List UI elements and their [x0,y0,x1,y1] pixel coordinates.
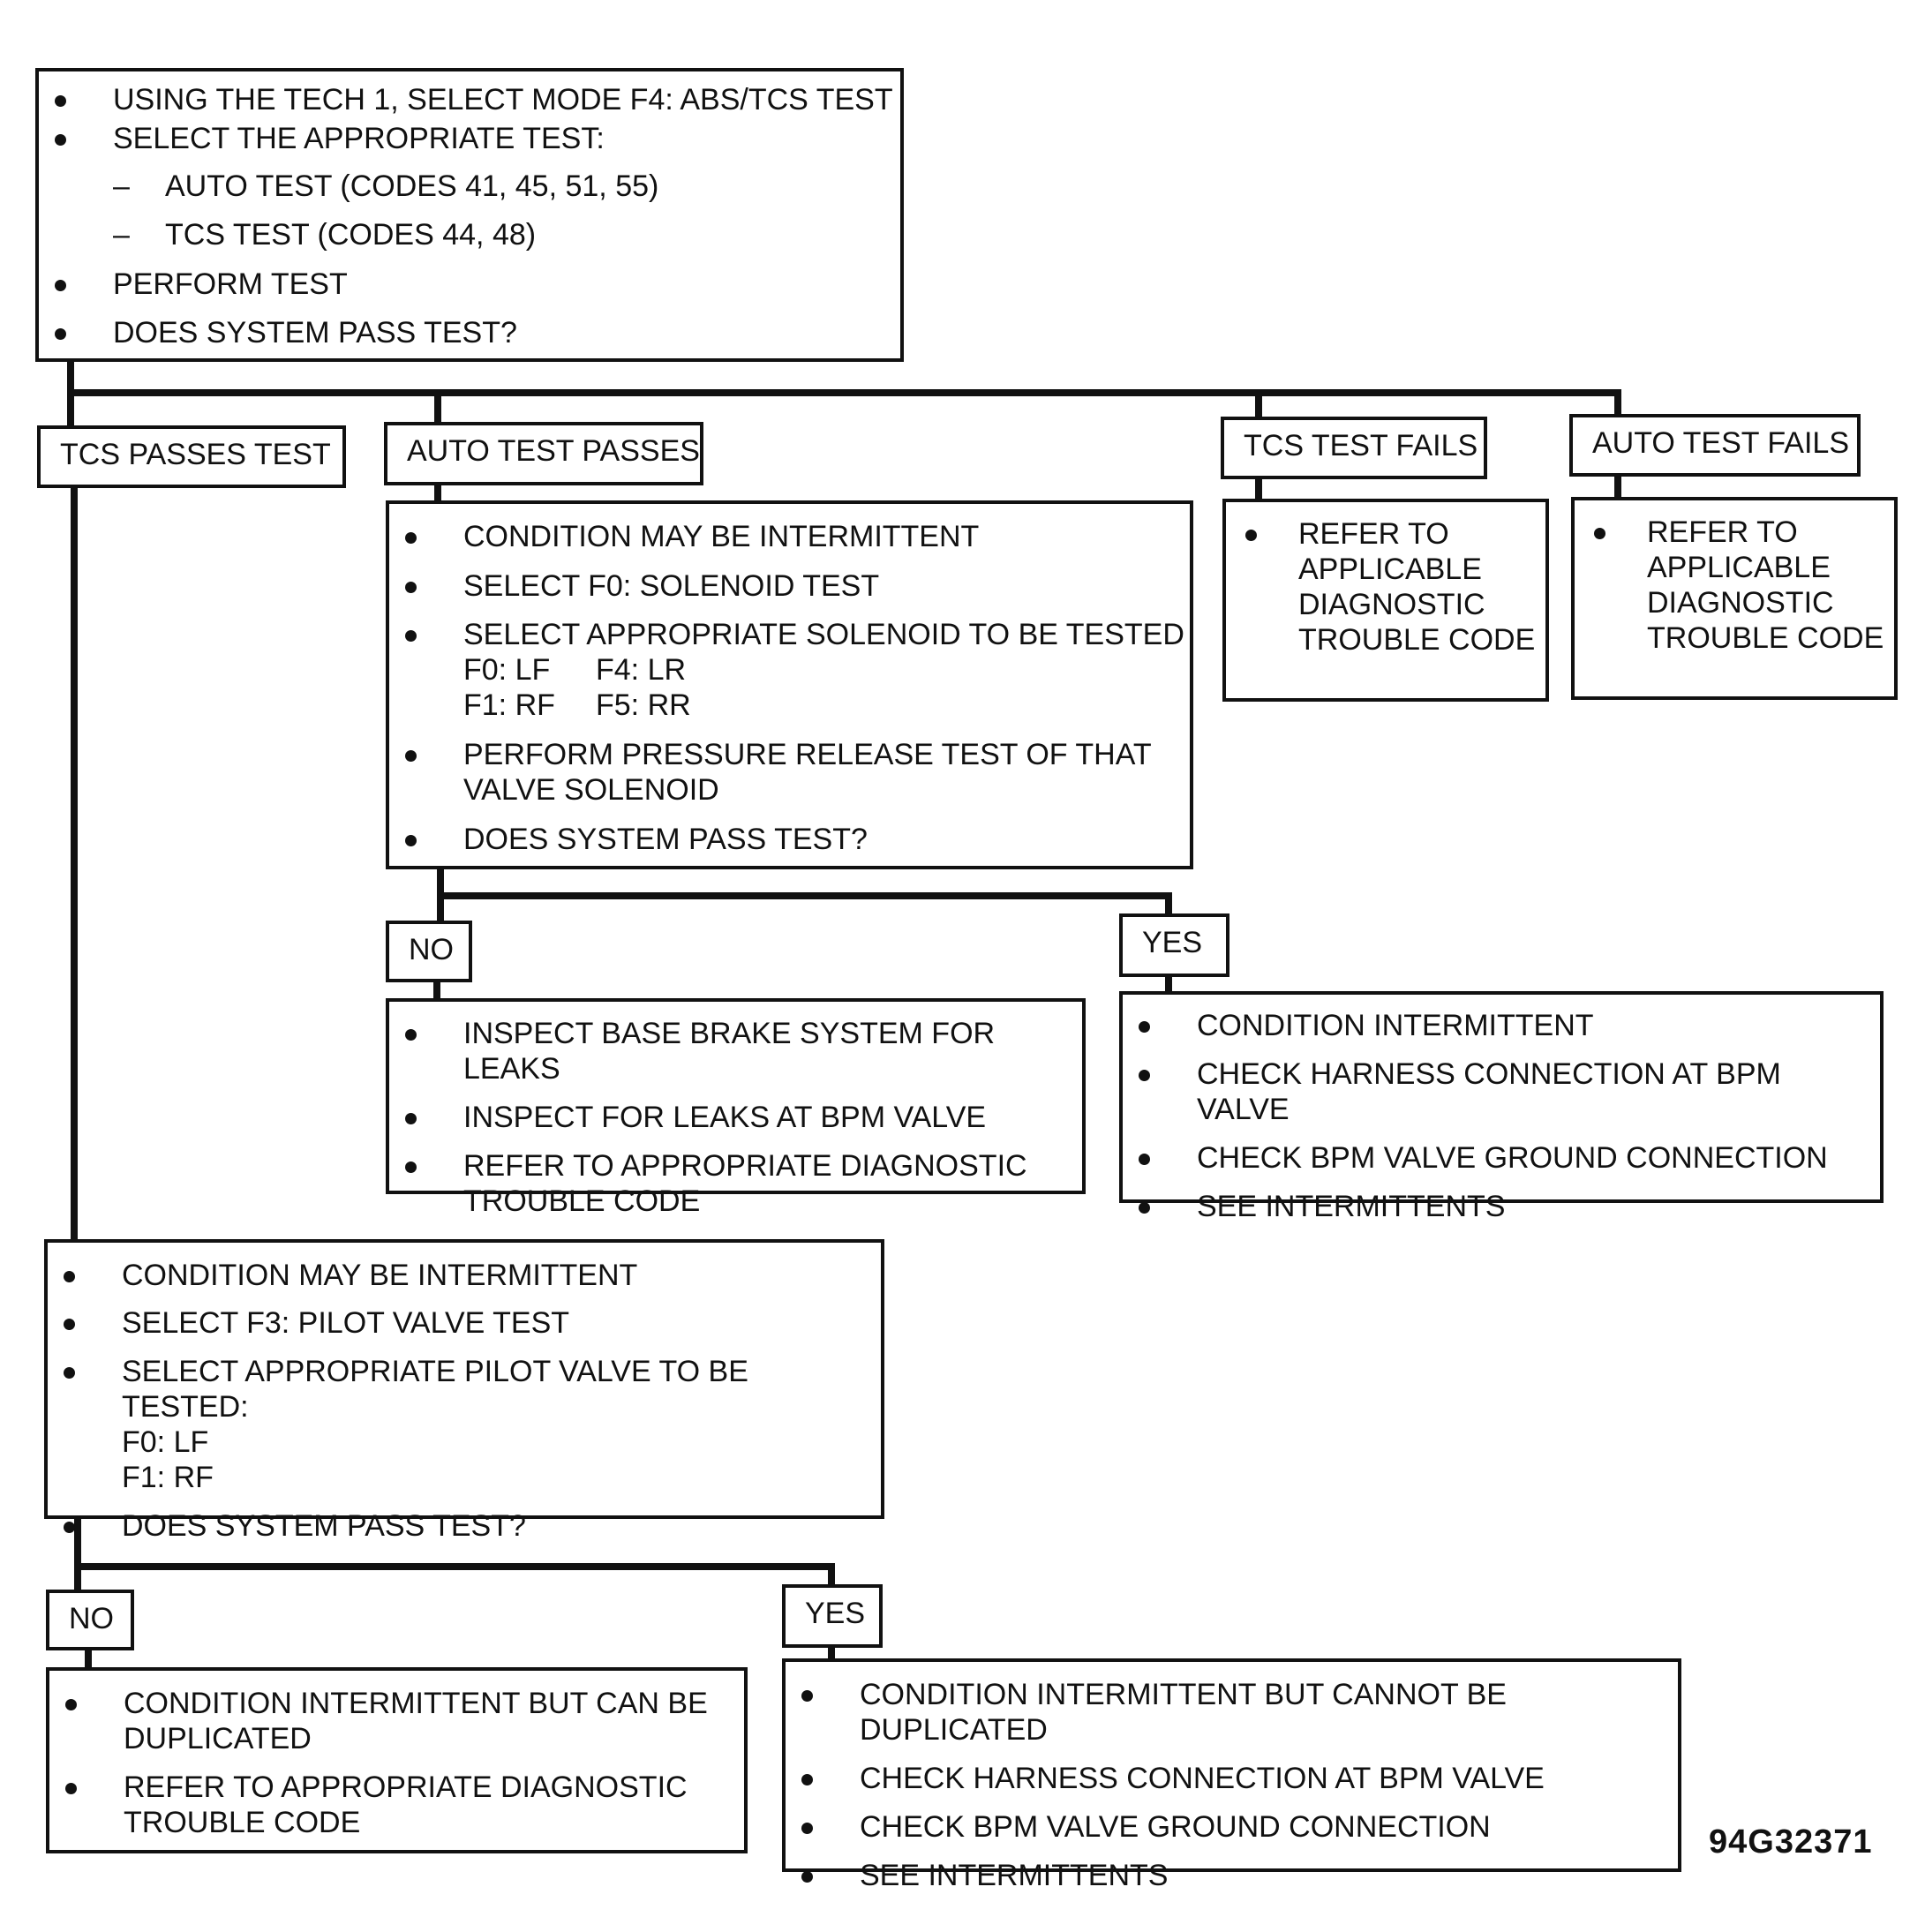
pilot-item-2: SELECT F3: PILOT VALVE TEST [48,1305,881,1341]
start-item-2: SELECT THE APPROPRIATE TEST: [39,121,900,156]
bullet-icon [1139,1021,1150,1033]
solenoid-yes-item-4: SEE INTERMITTENTS [1123,1189,1880,1224]
pilot-item-1: CONDITION MAY BE INTERMITTENT [48,1258,881,1293]
bullet-icon [405,1029,417,1041]
start-test-box: USING THE TECH 1, SELECT MODE F4: ABS/TC… [35,68,904,362]
bullet-icon [405,630,417,642]
bullet-icon [405,835,417,846]
pilot-yes-item-3: CHECK BPM VALVE GROUND CONNECTION [786,1809,1678,1845]
bullet-icon [1139,1154,1150,1165]
solenoid-options: F0: LF F4: LR F1: RF F5: RR [463,652,1190,723]
bullet-icon [55,328,66,340]
pilot-yes-item-1: CONDITION INTERMITTENT BUT CANNOT BE DUP… [786,1677,1678,1748]
pilot-option-lf: F0: LF [122,1425,209,1459]
solenoid-yes-item-2: CHECK HARNESS CONNECTION AT BPM VALVE [1123,1056,1880,1127]
pilot-yes-box: CONDITION INTERMITTENT BUT CANNOT BE DUP… [782,1658,1681,1892]
solenoid-option-rr: F5: RR [596,688,691,722]
auto-fails-label: AUTO TEST FAILS [1569,414,1861,477]
pilot-option-rf: F1: RF [122,1461,214,1494]
bullet-icon [405,1113,417,1124]
pilot-no-label: NO [46,1590,134,1650]
tcs-fails-label: TCS TEST FAILS [1221,417,1487,479]
start-item-question: DOES SYSTEM PASS TEST? [39,315,900,350]
solenoid-item-3: SELECT APPROPRIATE SOLENOID TO BE TESTED… [389,617,1190,723]
solenoid-option-rf: F1: RF [463,688,555,722]
dash-icon: – [113,218,130,252]
bullet-icon [801,1823,813,1834]
auto-fails-box: REFER TO APPLICABLE DIAGNOSTIC TROUBLE C… [1571,497,1898,700]
pilot-yes-item-4: SEE INTERMITTENTS [786,1858,1678,1893]
solenoid-item-5: DOES SYSTEM PASS TEST? [389,822,1190,857]
bullet-icon [1245,530,1257,541]
solenoid-item-2: SELECT F0: SOLENOID TEST [389,568,1190,604]
solenoid-no-label: NO [386,921,472,982]
solenoid-yes-item-3: CHECK BPM VALVE GROUND CONNECTION [1123,1140,1880,1176]
tcs-fails-box: REFER TO APPLICABLE DIAGNOSTIC TROUBLE C… [1222,499,1549,702]
bullet-icon [405,582,417,593]
solenoid-yes-box: CONDITION INTERMITTENT CHECK HARNESS CON… [1119,991,1884,1223]
start-item-auto-test: –AUTO TEST (CODES 41, 45, 51, 55) [113,169,659,203]
auto-fails-item: REFER TO APPLICABLE DIAGNOSTIC TROUBLE C… [1575,515,1894,656]
bullet-icon [64,1522,75,1533]
bullet-icon [801,1690,813,1702]
bullet-icon [55,95,66,107]
pilot-item-3: SELECT APPROPRIATE PILOT VALVE TO BE TES… [48,1354,881,1495]
pilot-yes-item-2: CHECK HARNESS CONNECTION AT BPM VALVE [786,1761,1678,1796]
bullet-icon [405,1161,417,1173]
figure-id: 94G32371 [1709,1823,1873,1861]
solenoid-no-item-1: INSPECT BASE BRAKE SYSTEM FOR LEAKS [389,1016,1082,1086]
solenoid-test-box: CONDITION MAY BE INTERMITTENT SELECT F0:… [386,500,1193,869]
bullet-icon [801,1774,813,1785]
bullet-icon [64,1319,75,1330]
auto-passes-label: AUTO TEST PASSES [384,422,703,485]
bullet-icon [55,280,66,291]
bullet-icon [801,1871,813,1883]
bullet-icon [405,532,417,544]
solenoid-option-lf: F0: LF [463,653,551,687]
pilot-item-4: DOES SYSTEM PASS TEST? [48,1508,881,1544]
bullet-icon [405,750,417,762]
solenoid-option-lr: F4: LR [596,653,687,687]
tcs-fails-item: REFER TO APPLICABLE DIAGNOSTIC TROUBLE C… [1226,516,1545,658]
solenoid-yes-item-1: CONDITION INTERMITTENT [1123,1008,1880,1043]
tcs-passes-label: TCS PASSES TEST [37,425,346,488]
pilot-yes-label: YES [782,1584,883,1648]
bullet-icon [64,1271,75,1282]
start-item-tcs-test: –TCS TEST (CODES 44, 48) [113,218,537,252]
bullet-icon [65,1699,77,1710]
start-item-perform: PERFORM TEST [39,267,900,302]
bullet-icon [55,134,66,146]
start-item-1: USING THE TECH 1, SELECT MODE F4: ABS/TC… [39,82,900,117]
bullet-icon [1139,1202,1150,1214]
solenoid-item-1: CONDITION MAY BE INTERMITTENT [389,519,1190,554]
solenoid-yes-label: YES [1119,913,1229,977]
dash-icon: – [113,169,130,203]
pilot-test-box: CONDITION MAY BE INTERMITTENT SELECT F3:… [44,1239,884,1543]
bullet-icon [1594,528,1605,539]
solenoid-no-box: INSPECT BASE BRAKE SYSTEM FOR LEAKS INSP… [386,998,1086,1218]
solenoid-no-item-2: INSPECT FOR LEAKS AT BPM VALVE [389,1100,1082,1135]
bullet-icon [1139,1070,1150,1081]
bullet-icon [65,1783,77,1794]
bullet-icon [64,1367,75,1379]
